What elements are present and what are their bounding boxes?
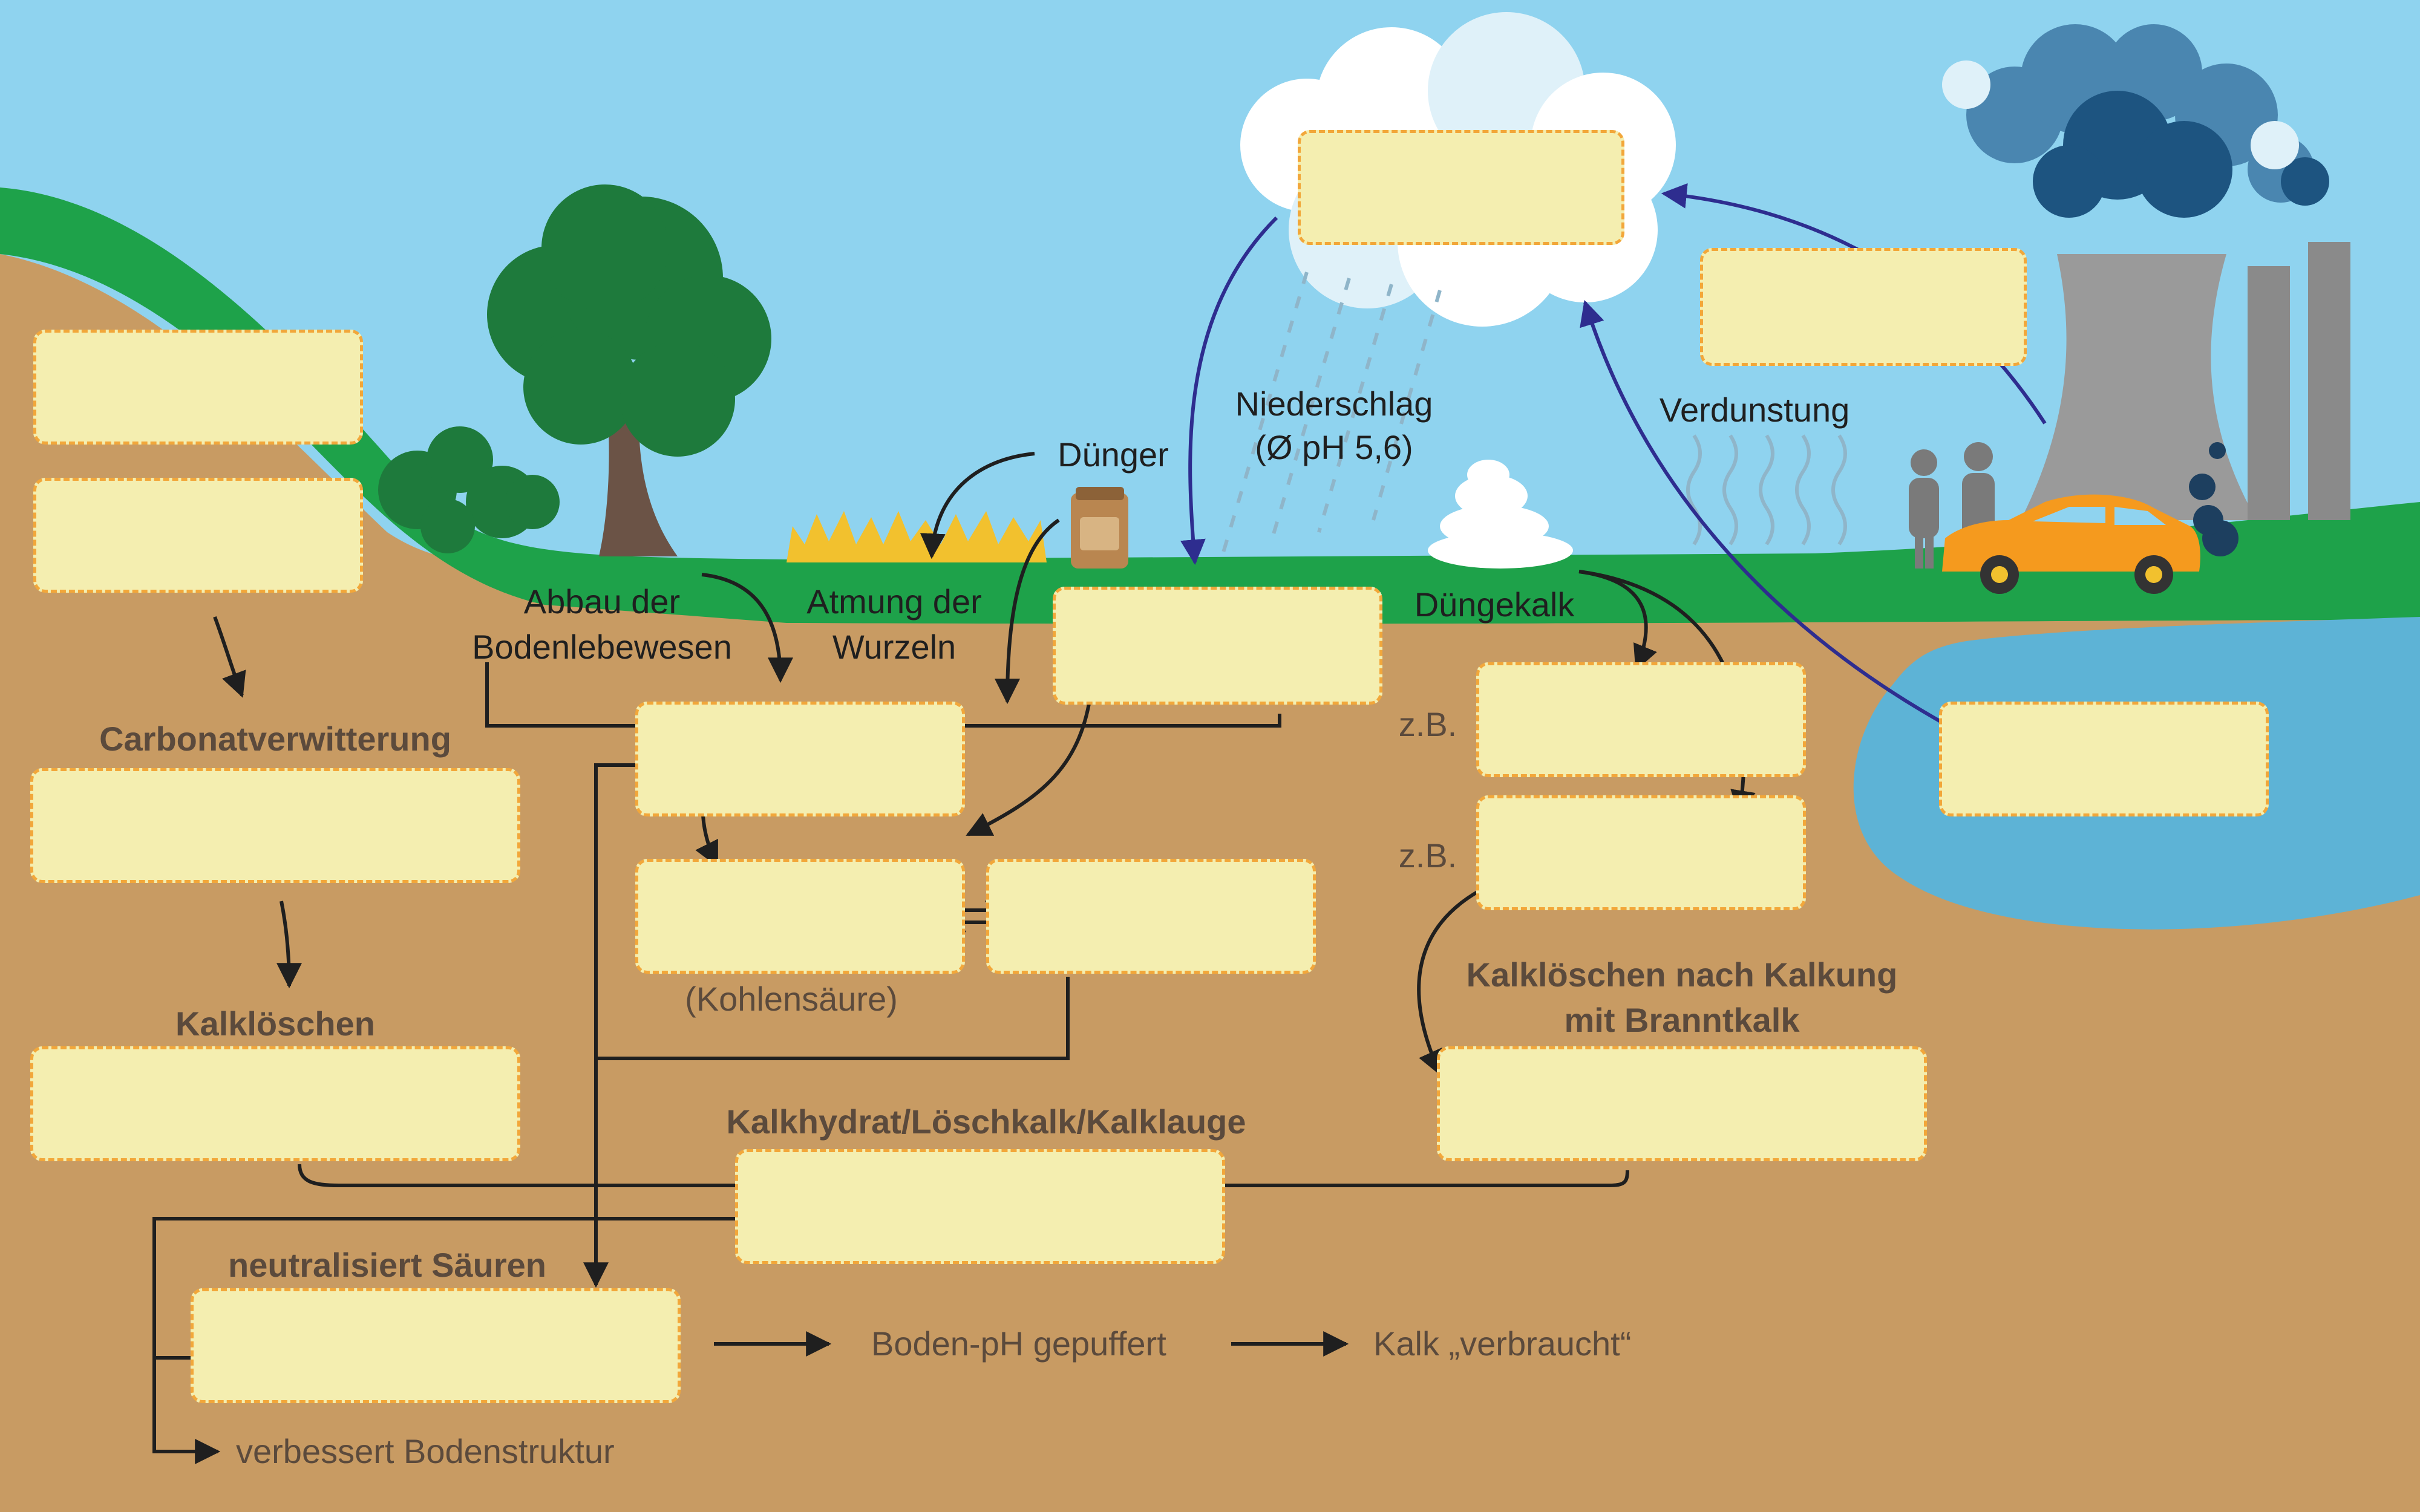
tree — [487, 184, 771, 556]
wheat-field — [786, 511, 1047, 562]
answer-box-emission[interactable] — [1700, 248, 2027, 366]
answer-box-soil-left[interactable] — [635, 702, 965, 816]
label-atmung-1: Atmung der — [806, 582, 982, 621]
grass-hill — [0, 187, 2420, 624]
label-zb-2: z.B. — [1398, 836, 1457, 875]
label-duenger: Dünger — [1058, 435, 1169, 474]
label-carbonatverwitterung: Carbonatverwitterung — [99, 719, 451, 758]
label-atmung-2: Wurzeln — [832, 627, 957, 666]
answer-box-duengekalk-1[interactable] — [1476, 662, 1806, 777]
car-exhaust — [2189, 442, 2238, 556]
power-plant — [2021, 242, 2350, 520]
label-abbau-2: Bodenlebewesen — [472, 627, 732, 666]
answer-box-equilibrium-right[interactable] — [986, 859, 1316, 974]
evaporation-waves — [1686, 434, 1847, 546]
answer-box-kalkhydrat[interactable] — [735, 1149, 1225, 1264]
answer-box-kohlensaeure[interactable] — [635, 859, 965, 974]
answer-box-left-top[interactable] — [33, 330, 363, 445]
label-kalkhydrat: Kalkhydrat/Löschkalk/Kalklauge — [726, 1102, 1246, 1141]
answer-box-soil-co2[interactable] — [1053, 587, 1382, 705]
label-verdunstung: Verdunstung — [1659, 390, 1850, 429]
answer-box-cloud[interactable] — [1298, 130, 1624, 245]
answer-box-kalkloeschen-kalkung[interactable] — [1437, 1046, 1927, 1161]
label-bodenstruktur: verbessert Bodenstruktur — [236, 1432, 615, 1470]
bush — [378, 426, 560, 553]
answer-box-kalkloeschen[interactable] — [30, 1046, 520, 1161]
label-abbau-1: Abbau der — [523, 582, 681, 621]
fertilizer-bag — [1071, 487, 1128, 569]
answer-box-duengekalk-2[interactable] — [1476, 795, 1806, 910]
answer-box-carbonatverwitterung[interactable] — [30, 768, 520, 883]
answer-box-neutralisiert[interactable] — [191, 1288, 681, 1403]
answer-box-water[interactable] — [1939, 702, 2269, 816]
label-neutralisiert: neutralisiert Säuren — [228, 1245, 546, 1284]
label-kalkloeschen: Kalklöschen — [175, 1004, 375, 1043]
label-kalk-verbraucht: Kalk „verbraucht“ — [1373, 1324, 1632, 1363]
smoke — [1942, 24, 2329, 218]
label-zb-1: z.B. — [1398, 705, 1457, 743]
label-boden-ph: Boden-pH gepuffert — [871, 1324, 1166, 1363]
label-niederschlag: Niederschlag — [1235, 384, 1433, 423]
label-kalkloeschen-nach-1: Kalklöschen nach Kalkung — [1466, 955, 1898, 994]
lime-pile — [1428, 460, 1573, 569]
black-arrows — [152, 452, 1756, 1464]
label-duengekalk: Düngekalk — [1414, 585, 1575, 624]
car — [1942, 494, 2200, 594]
label-kohlensaeure: (Kohlensäure) — [685, 979, 898, 1018]
label-niederschlag-ph: (Ø pH 5,6) — [1255, 428, 1413, 466]
label-kalkloeschen-nach-2: mit Branntkalk — [1564, 1000, 1800, 1039]
rain — [1220, 272, 1442, 557]
answer-box-left-second[interactable] — [33, 478, 363, 593]
